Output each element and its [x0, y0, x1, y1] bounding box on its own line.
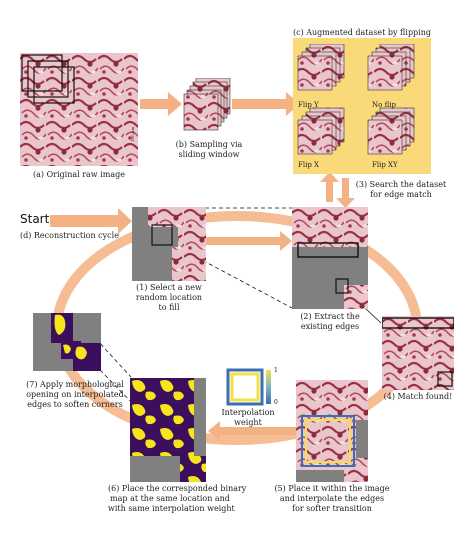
step5-line2: and interpolate the edges	[279, 494, 385, 503]
step7-image	[33, 313, 101, 371]
step2-line2: existing edges	[300, 322, 360, 331]
step1-line2: random location	[135, 293, 203, 302]
step5-line3: for softer transition	[292, 504, 372, 513]
flip-label-y: Flip Y	[298, 101, 319, 109]
original-image	[20, 53, 138, 166]
start-arrow	[50, 208, 132, 234]
caption-a: (a) Original raw image	[33, 170, 125, 179]
cycle-label: (d) Reconstruction cycle	[20, 231, 119, 240]
start-label: Start	[20, 212, 50, 226]
step2-line1: (2) Extract the	[300, 312, 360, 321]
step7-line1: (7) Apply morphological	[26, 380, 124, 389]
arrows-step2-dataset	[320, 172, 355, 208]
step7-line3: edges to soften corners	[27, 400, 123, 409]
step7-line2: opening on interpolated	[26, 390, 124, 399]
flip-label-none: No flip	[372, 101, 396, 109]
step5-image	[296, 380, 368, 482]
scale-bar-label: 100 μm	[130, 126, 135, 142]
weight-line2: weight	[234, 418, 262, 427]
sample-stack	[182, 78, 232, 134]
step3-line2: for edge match	[370, 190, 432, 199]
step6-line1: (6) Place the corresponded binary	[108, 484, 247, 493]
arrow-step1-to-step2	[206, 231, 292, 251]
step2-image	[292, 207, 368, 309]
arrow-a-to-b	[140, 92, 182, 116]
step1-image	[132, 207, 206, 281]
step3-line1: (3) Search the dataset	[355, 180, 447, 189]
caption-b-line2: sliding window	[178, 150, 240, 159]
step5-line1: (5) Place it within the image	[274, 484, 390, 493]
step6-line3: with same interpolation weight	[108, 504, 235, 513]
step6-image	[130, 378, 206, 482]
step1-line3: to fill	[158, 303, 180, 312]
match-image	[382, 316, 454, 390]
arrow-step5-to-step6	[208, 421, 296, 441]
step1-line1: (1) Select a new	[136, 283, 202, 292]
weight-max: 1	[274, 367, 278, 374]
weight-line1: Interpolation	[221, 408, 275, 417]
caption-b-line1: (b) Sampling via	[175, 140, 243, 149]
flip-label-x: Flip X	[298, 161, 320, 169]
flip-label-xy: Flip XY	[372, 161, 398, 169]
weight-min: 0	[274, 399, 278, 406]
step6-line2: map at the same location and	[110, 494, 230, 503]
step4-label: (4) Match found!	[383, 392, 453, 401]
flip-stacks	[296, 44, 428, 172]
interpolation-weight-icon	[226, 368, 272, 406]
dataset-title: (c) Augmented dataset by flipping	[292, 28, 432, 37]
